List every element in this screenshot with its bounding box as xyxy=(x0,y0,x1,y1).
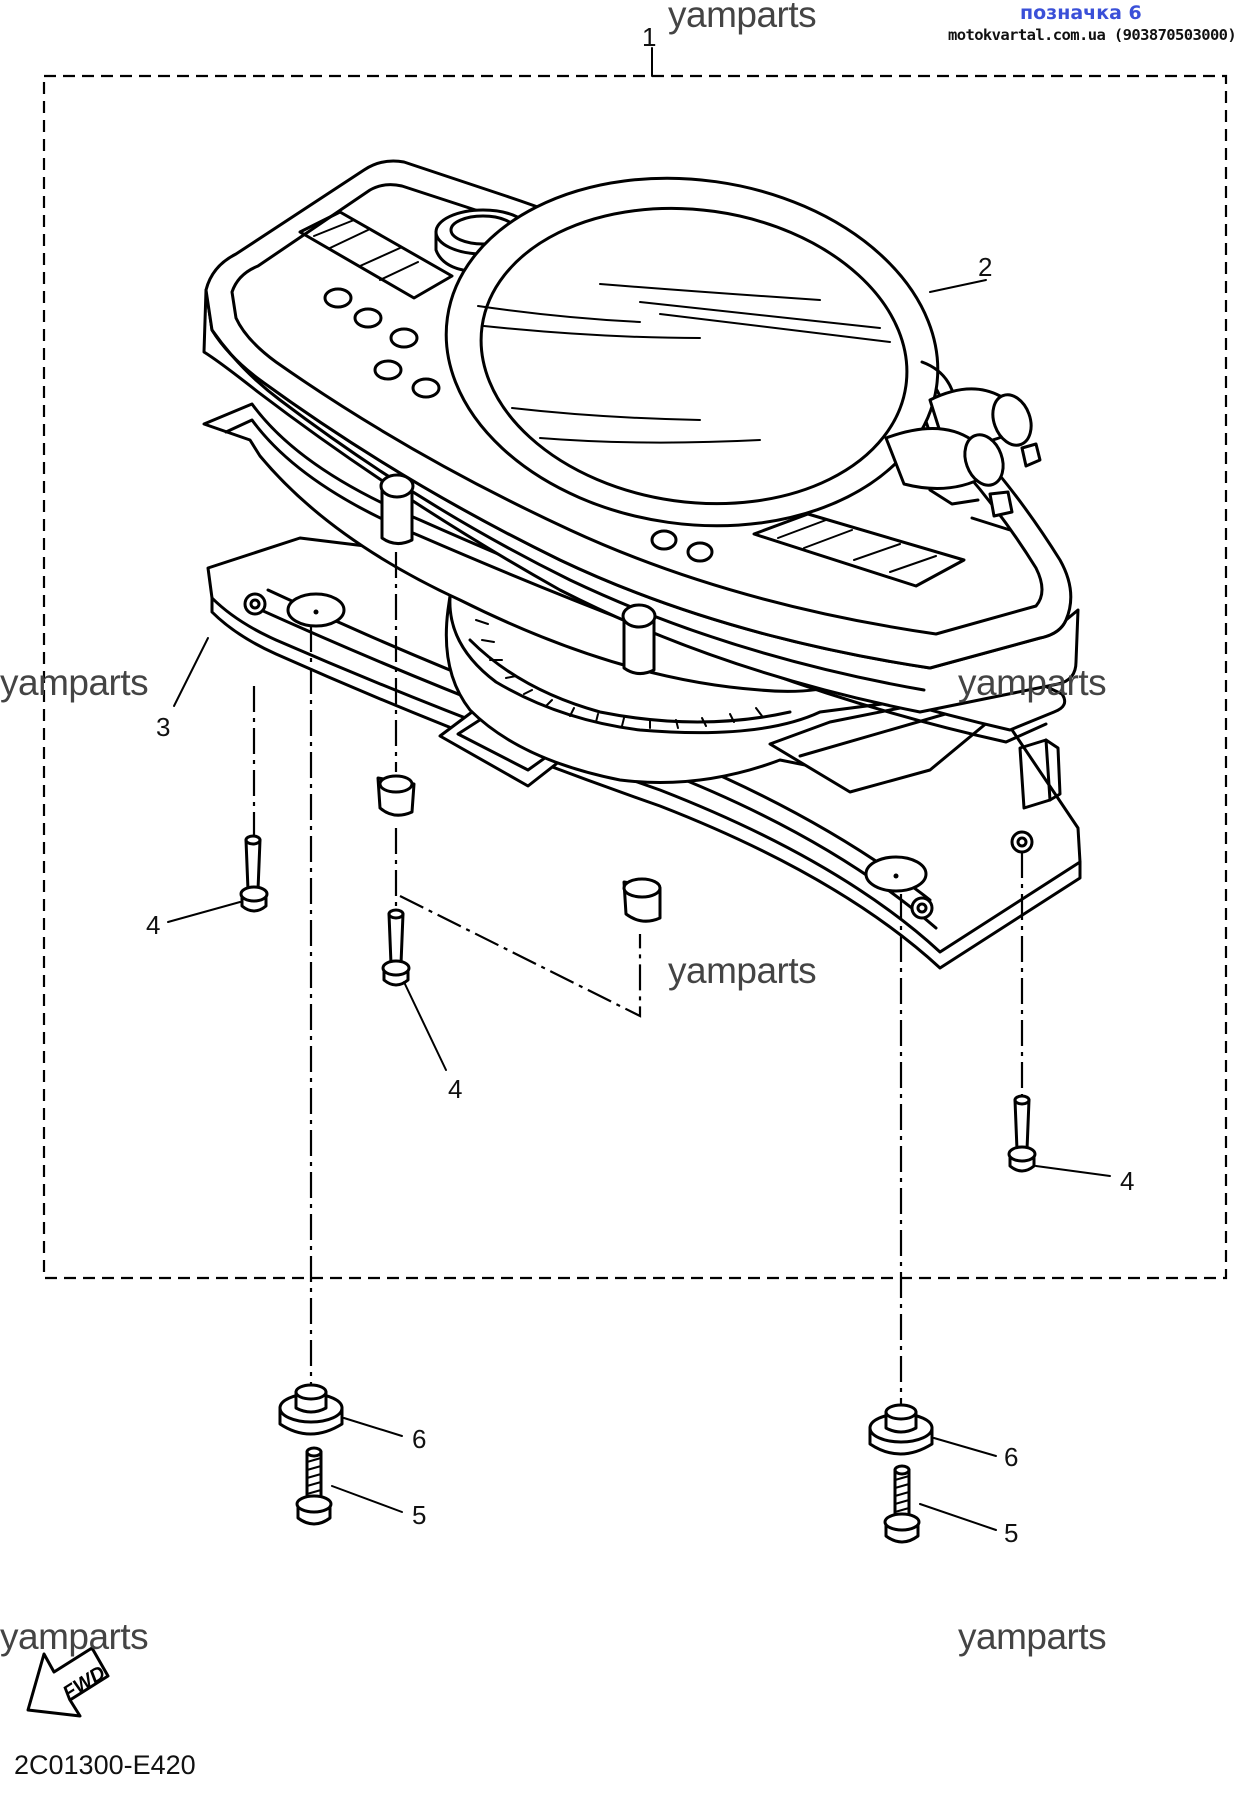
callout-3: 3 xyxy=(156,712,171,742)
callout-6-right: 6 xyxy=(1004,1442,1019,1472)
callout-2: 2 xyxy=(978,252,993,282)
meter-upper-case xyxy=(202,159,1080,714)
callout-5-right: 5 xyxy=(1004,1518,1019,1548)
callout-leaders xyxy=(167,279,1111,1531)
gauge-dial xyxy=(444,580,1002,794)
watermark-top: yamparts xyxy=(668,0,817,35)
watermark-bottom-right: yamparts xyxy=(958,1616,1107,1657)
fwd-arrow-icon: FWD xyxy=(26,1646,110,1718)
grommet-6-right xyxy=(868,1403,934,1456)
callout-4-left: 4 xyxy=(146,910,161,940)
callout-6-left: 6 xyxy=(412,1424,427,1454)
callout-4-right: 4 xyxy=(1120,1166,1135,1196)
bolt-5-left xyxy=(295,1446,333,1526)
watermark-bottom-left: yamparts xyxy=(0,1616,149,1657)
callout-1: 1 xyxy=(642,22,657,52)
callout-4-center: 4 xyxy=(448,1074,463,1104)
header-site: motokvartal.com.ua (903870503000) xyxy=(948,26,1237,44)
screw-4-right xyxy=(1007,1094,1037,1173)
watermark-center-low: yamparts xyxy=(668,950,817,991)
assembly-boundary xyxy=(42,74,1228,1280)
screw-4-center xyxy=(381,908,411,987)
grommet-6-left xyxy=(278,1383,344,1436)
watermark-right-mid: yamparts xyxy=(958,662,1107,703)
assembly-axes xyxy=(252,552,1024,1404)
screw-4-left xyxy=(239,834,269,913)
bolt-5-right xyxy=(883,1464,921,1544)
diagram-code: 2C01300-E420 xyxy=(14,1750,196,1780)
callout-5-left: 5 xyxy=(412,1500,427,1530)
watermark-left-mid: yamparts xyxy=(0,662,149,703)
header-label: позначка 6 xyxy=(1020,2,1142,24)
